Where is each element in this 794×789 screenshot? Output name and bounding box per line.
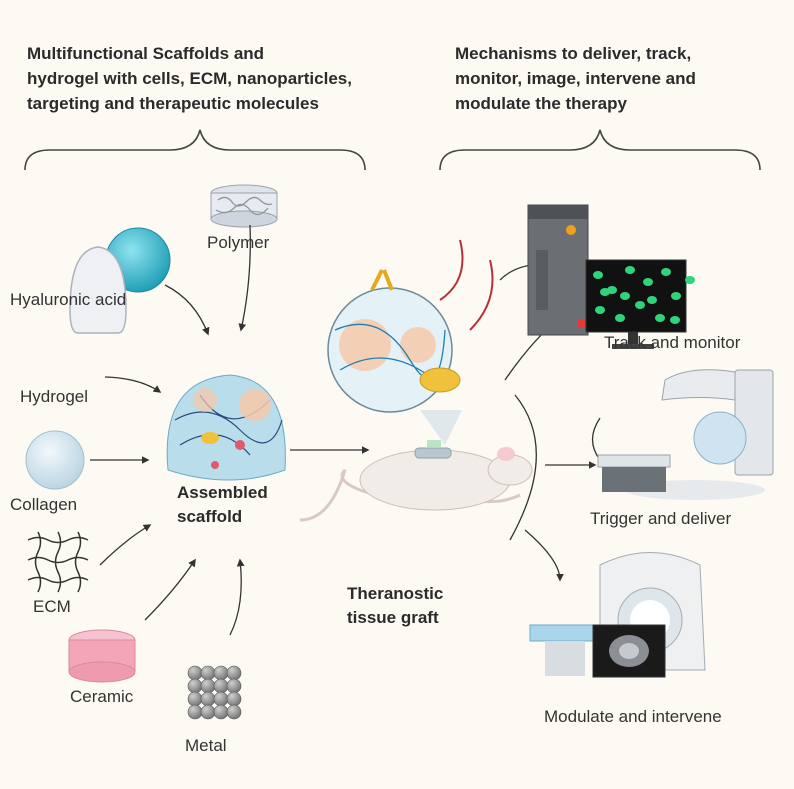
collagen-icon bbox=[25, 430, 85, 490]
hydrogel-icon bbox=[69, 246, 127, 334]
right-header: Mechanisms to deliver, track, monitor, i… bbox=[455, 44, 696, 113]
mri-icon bbox=[529, 552, 706, 678]
trigger-deliver-label: Trigger and deliver bbox=[590, 509, 732, 528]
polymer-icon bbox=[210, 184, 278, 228]
ecm-label: ECM bbox=[33, 597, 71, 616]
track-monitor-label: Track and monitor bbox=[604, 333, 741, 352]
metal-icon bbox=[187, 665, 242, 720]
left-header: Multifunctional Scaffolds and hydrogel w… bbox=[27, 44, 352, 113]
monitor-icon bbox=[585, 259, 695, 349]
ceramic-icon bbox=[68, 629, 136, 683]
left-brace bbox=[24, 129, 366, 171]
collagen-label: Collagen bbox=[10, 495, 78, 514]
ecm-icon bbox=[27, 531, 89, 593]
assembled-scaffold-icon bbox=[166, 374, 286, 481]
right-brace bbox=[439, 129, 761, 171]
radiotherapy-icon bbox=[597, 369, 774, 500]
polymer-label: Polymer bbox=[207, 233, 270, 252]
hydrogel-label: Hydrogel bbox=[20, 387, 89, 406]
assembled-scaffold-label: Assembled scaffold bbox=[177, 483, 268, 526]
modulate-intervene-label: Modulate and intervene bbox=[544, 707, 722, 726]
metal-label: Metal bbox=[185, 736, 227, 755]
mouse-icon bbox=[299, 440, 533, 522]
ceramic-label: Ceramic bbox=[70, 687, 134, 706]
input-arrows bbox=[90, 224, 251, 636]
graft-magnified-view bbox=[327, 239, 494, 445]
hyaluronic-acid-label: Hyaluronic acid bbox=[10, 290, 127, 309]
microscope-icon bbox=[527, 204, 589, 336]
theranostic-graft-label: Theranostic tissue graft bbox=[347, 584, 444, 627]
